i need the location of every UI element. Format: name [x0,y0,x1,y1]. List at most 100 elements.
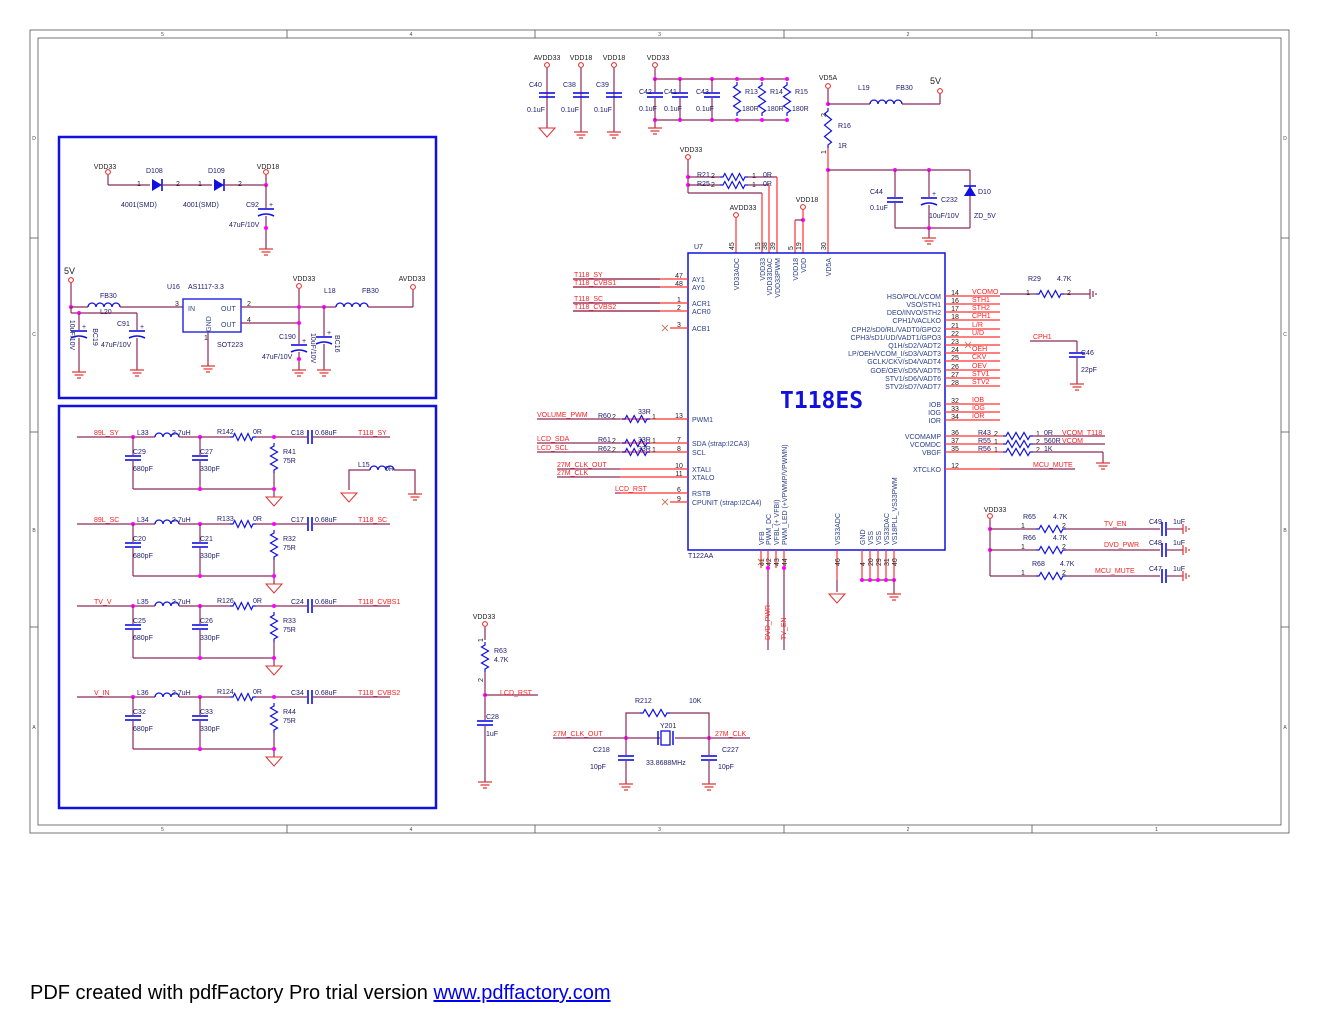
net-label: OEH [972,346,987,353]
zone-col-label: 1 [1155,32,1158,38]
pin-name: OUT [221,322,237,329]
junction-dot [198,487,202,491]
resistor-icon [1036,571,1066,581]
pin-number: 23 [951,339,959,346]
net-label: CKV [972,354,987,361]
pin-number: 1 [137,181,141,188]
resistor-icon [1003,431,1033,441]
pin-name: ACR1 [692,301,711,308]
no-connect-icon [661,324,669,332]
pin-name: VCOMAMP [905,434,942,441]
pin-number: 2 [238,181,242,188]
pin-name: PWM1 [692,417,713,424]
pdffactory-link[interactable]: www.pdffactory.com [433,982,611,1004]
inductor-value: FB30 [896,85,913,92]
pin-name: STV1/sD6/VADT6 [885,376,941,383]
resistor-ref: R29 [1028,276,1041,283]
cap-value: 0.68uF [315,430,337,437]
junction-dot [760,118,764,122]
cap-value: 1uF [486,731,498,738]
cap-value: 47uF/10V [229,222,260,229]
zone-col-label: 4 [410,32,413,38]
resistor-icon [622,414,650,424]
net-label: MCU_MUTE [1033,462,1073,469]
diode-ref: D10 [978,189,991,196]
cap-value: 330pF [200,466,220,473]
zone-row-label: D [32,136,36,142]
pin-number: 37 [951,438,959,445]
net-label: STH2 [972,305,990,312]
pin-number: 16 [951,298,959,305]
cap-ref: C38 [563,82,576,89]
resistor-ref: R33 [283,618,296,625]
resistor-ref: R126 [217,598,234,605]
pin-number: 38 [762,242,769,250]
pin-number: 2 [1062,570,1066,577]
pin-number: 13 [675,413,683,420]
cap-ref: C91 [117,321,130,328]
pin-number: 3 [677,322,681,329]
pin-number: 1 [652,414,656,421]
pin-number: 33 [951,406,959,413]
cap-value: 0.1uF [527,107,545,114]
pin-name: ACB1 [692,326,710,333]
pin-name: XTALI [692,467,711,474]
net-label: TV_EN [1104,521,1127,528]
inductor-value: FB30 [100,293,117,300]
power-port-icon [263,169,269,175]
wire [625,712,640,738]
pin-name: IOG [928,410,941,417]
pin-number: 1 [1021,544,1025,551]
ic-variant: T122AA [688,553,714,560]
inductor-value: FB30 [362,288,379,295]
net-label: LCD_RST [500,690,533,697]
ic-u7-body [687,252,946,551]
net-label: T118_SC [358,517,387,524]
resistor-icon [269,530,279,560]
pin-name: CPUNIT (strap:I2CA4) [692,500,762,507]
junction-dot [272,574,276,578]
pin-number: 12 [951,463,959,470]
pin-number: 1 [1021,523,1025,530]
resistor-icon [1036,545,1066,555]
pin-number: 1 [652,438,656,445]
cap-ref: C46 [1081,350,1094,357]
resistor-value: 4.7K [1053,514,1068,521]
net-label: CPH1 [972,313,991,320]
pin-number: 24 [951,347,959,354]
pin-number: 39 [770,242,777,250]
resistor-value: 0R [763,172,772,179]
pin-number: 2 [1036,439,1040,446]
resistor-ref: R63 [494,648,507,655]
no-connect-icon [964,341,972,349]
pin-name: GCLK/CKV/sD4/VADT4 [867,359,941,366]
resistor-icon [269,443,279,473]
cap-ref: C28 [486,714,499,721]
resistor-value: 1K [1044,446,1053,453]
cap-value: 10pF [718,764,734,771]
pin-name: VSS [868,531,875,545]
zone-col-label: 2 [907,827,910,833]
junction-dot [272,695,276,699]
resistor-value: 33R [638,437,651,444]
resistor-ref: R44 [283,709,296,716]
resistor-icon [480,642,490,672]
rail-label: VDD33 [680,147,703,154]
junction-dot [272,656,276,660]
rail-label: 5V [64,266,75,276]
cap-ref: C34 [291,690,304,697]
pin-number: 2 [478,678,485,682]
power-port-icon [800,204,806,210]
pin-name: GND [860,529,867,545]
cap-ref: C218 [593,747,610,754]
pin-name: OUT [221,306,237,313]
pin-name: VS18PLL_VS33PWM [892,477,899,545]
resistor-value: 1R [838,143,847,150]
pin-name: ACR0 [692,309,711,316]
resistor-icon [1003,447,1033,457]
net-label: V_IN [94,690,110,697]
power-port-icon [825,83,831,89]
pin-name: VBGF [922,450,941,457]
rail-label: 5V [930,76,941,86]
